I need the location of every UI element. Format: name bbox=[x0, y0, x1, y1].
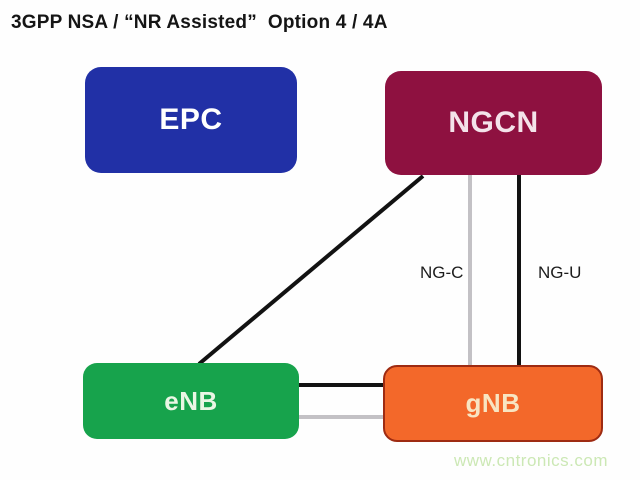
watermark: www.cntronics.com bbox=[454, 451, 608, 470]
node-ngcn: NGCN bbox=[385, 71, 602, 175]
node-epc-label: EPC bbox=[159, 103, 223, 136]
node-epc: EPC bbox=[85, 67, 297, 173]
node-ngcn-label: NGCN bbox=[448, 106, 539, 139]
diagram-title: 3GPP NSA / “NR Assisted” Option 4 / 4A bbox=[11, 12, 388, 33]
node-enb-label: eNB bbox=[164, 385, 218, 416]
edge-label-ng-c: NG-C bbox=[420, 263, 464, 282]
node-enb: eNB bbox=[83, 363, 299, 439]
node-gnb: gNB bbox=[383, 365, 603, 442]
node-gnb-label: gNB bbox=[465, 388, 521, 418]
edge-ngcn-enb bbox=[197, 174, 425, 366]
edge-label-ng-u: NG-U bbox=[538, 263, 582, 282]
